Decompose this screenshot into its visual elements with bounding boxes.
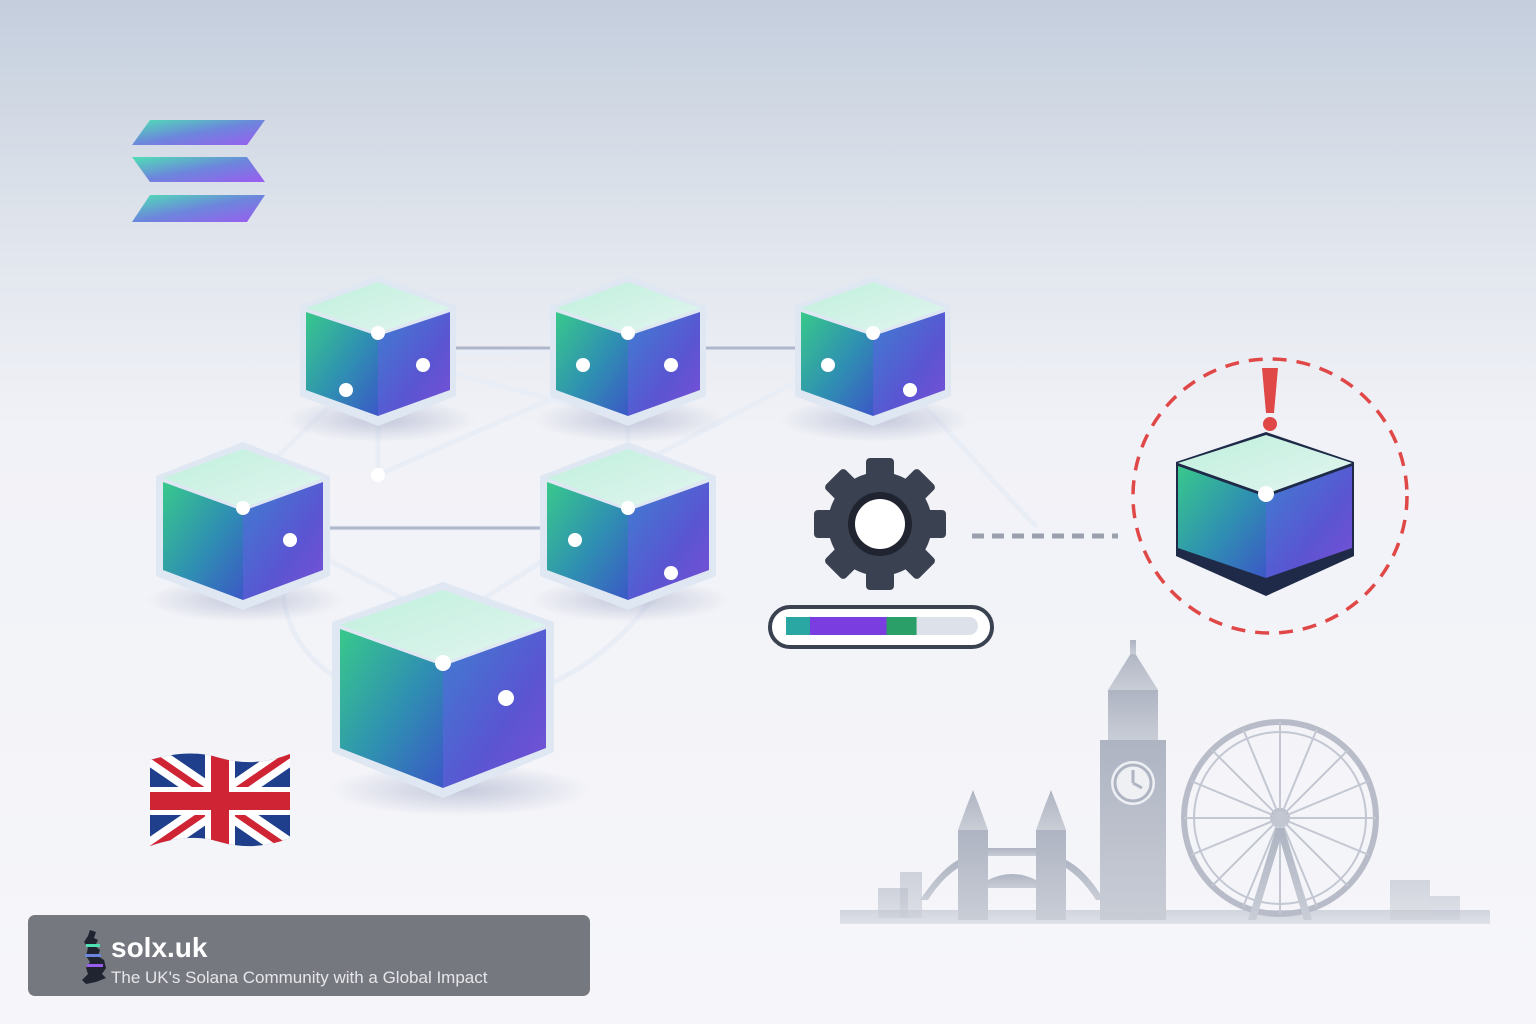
uk-map-logo-icon <box>82 930 106 984</box>
progress-bar-fill <box>786 617 917 635</box>
blockchain-node-cube-icon <box>535 276 725 442</box>
solana-logo-icon <box>132 120 265 222</box>
blockchain-node-cube-icon <box>285 276 475 442</box>
faulty-node <box>1131 357 1409 635</box>
blockchain-node-cube-icon <box>780 276 970 442</box>
brand-card: solx.uk The UK's Solana Community with a… <box>28 915 590 996</box>
union-jack-flag-icon <box>150 753 290 847</box>
blockchain-node-cube-icon <box>145 442 385 622</box>
progress-bar-segment <box>886 617 917 635</box>
brand-name: solx.uk <box>111 932 208 963</box>
progress-bar-segment <box>786 617 810 635</box>
progress-bar <box>768 605 994 649</box>
alert-exclamation-icon <box>1262 368 1278 431</box>
gear-icon <box>814 458 946 590</box>
brand-tagline: The UK's Solana Community with a Global … <box>111 968 488 987</box>
london-skyline-icon <box>840 640 1490 924</box>
blockchain-node-cube-icon <box>330 582 590 816</box>
blockchain-node-cube-icon <box>530 442 730 622</box>
